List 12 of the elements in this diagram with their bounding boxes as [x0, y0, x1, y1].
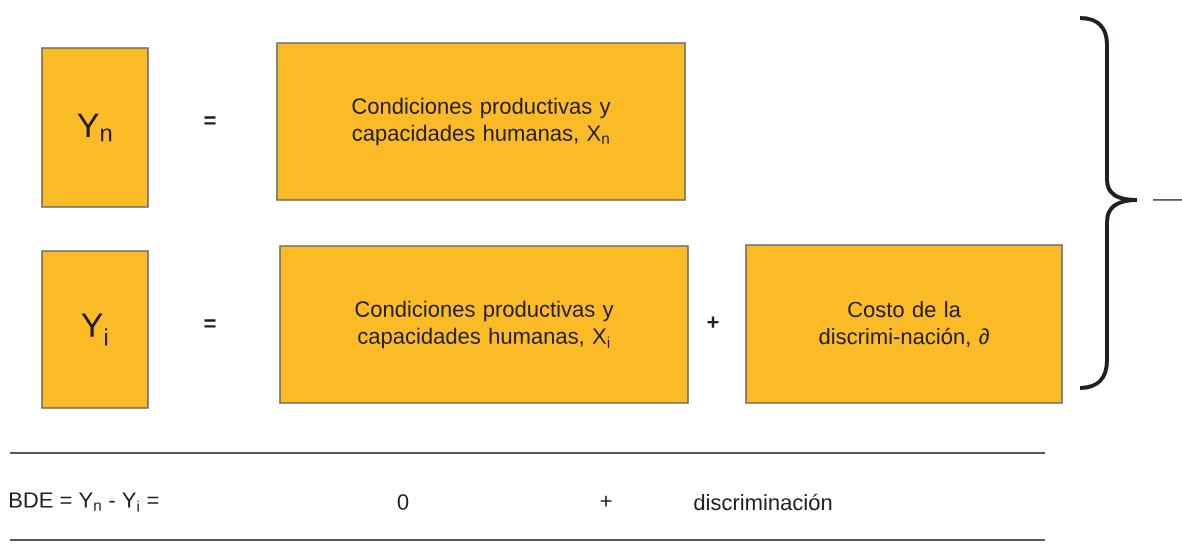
operator-sign: =	[204, 116, 216, 125]
operator-sign: +	[600, 495, 612, 507]
factor-box: Costo de la discrimi-nación, ∂	[745, 244, 1063, 404]
factor-box: Condiciones productivas y capacidades humanas, X$_{i}$	[279, 245, 689, 404]
variable-box: Y$_{i}$	[41, 250, 149, 409]
term-text: discriminación	[694, 493, 832, 511]
formula-text: BDE = Y$_{n}$ - Y$_{i}$ =	[10, 492, 159, 512]
operator-sign: +	[707, 316, 719, 328]
operator-sign: =	[204, 319, 216, 328]
term-text: 0	[397, 494, 409, 510]
variable-box: Y$_{n}$	[41, 47, 149, 208]
factor-box: Condiciones productivas y capacidades humanas, X$_{n}$	[276, 42, 686, 201]
